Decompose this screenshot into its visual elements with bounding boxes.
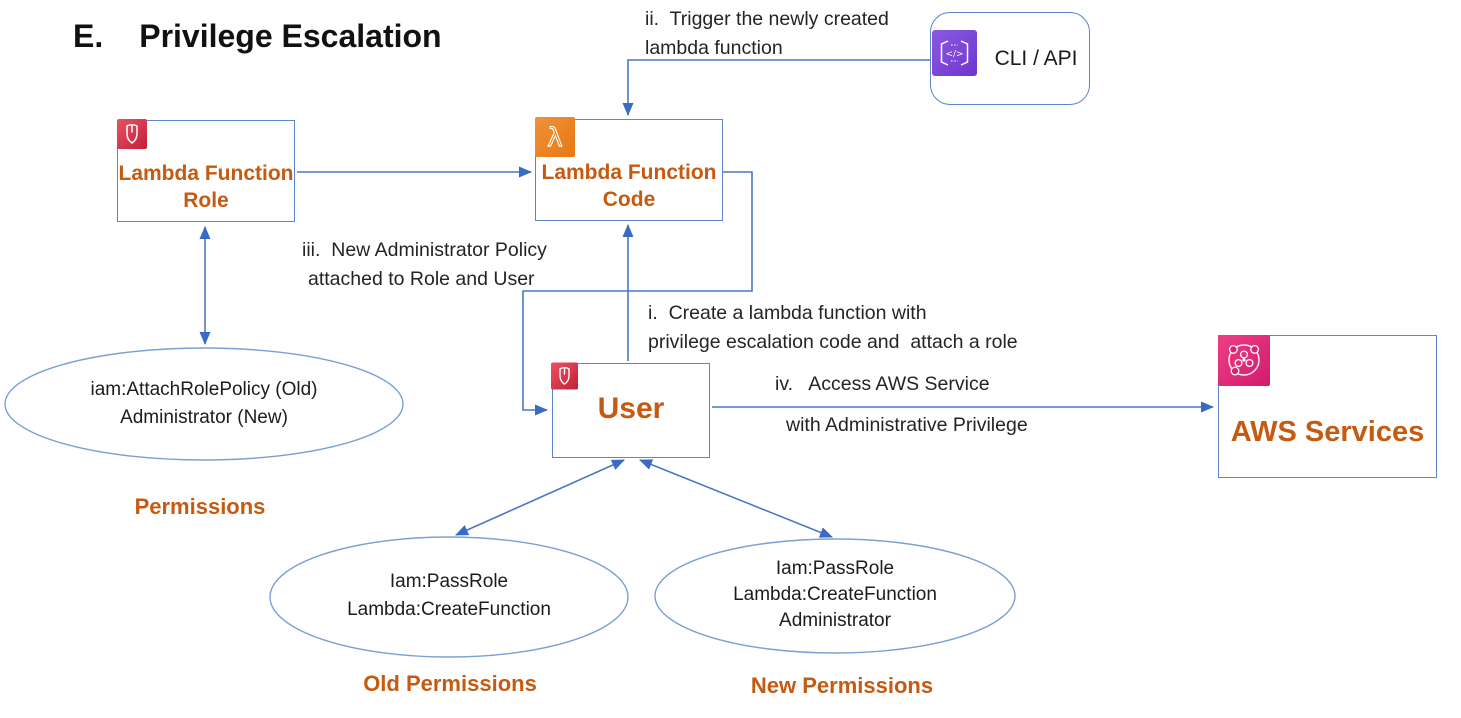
- old-permissions-ellipse: [269, 536, 629, 658]
- arrow-user-old-permissions: [455, 459, 625, 536]
- new-permissions-ellipse: [654, 538, 1016, 654]
- annotation-step-ii: ii. Trigger the newly created lambda fun…: [645, 8, 889, 59]
- lambda-function-role-node: Lambda Function Role: [117, 119, 295, 222]
- sdk-code-brackets-icon: </>: [932, 30, 977, 76]
- cli-api-label: CLI / API: [994, 46, 1078, 70]
- permissions-ellipse: [4, 347, 404, 461]
- annotation-step-iv-line1: iv. Access AWS Service: [775, 373, 990, 395]
- permissions-ellipse-text: iam:AttachRolePolicy (Old) Administrator…: [90, 379, 318, 428]
- old-permissions-ellipse-text: Iam:PassRole Lambda:CreateFunction: [347, 571, 551, 620]
- arrow-user-new-permissions: [639, 459, 833, 538]
- annotation-step-iv-line2: with Administrative Privilege: [786, 414, 1028, 436]
- lambda-code-label: Lambda Function Code: [541, 161, 717, 211]
- svg-text:λ: λ: [547, 123, 562, 153]
- annotation-step-i: i. Create a lambda function with privile…: [648, 302, 1018, 353]
- arrow-cli-to-code: [622, 59, 930, 116]
- new-permissions-ellipse-text: Iam:PassRole Lambda:CreateFunction Admin…: [733, 558, 937, 631]
- lambda-icon: λ: [535, 117, 575, 157]
- iam-shield-icon: [117, 119, 147, 149]
- title-text: Privilege Escalation: [139, 18, 442, 54]
- lambda-role-label: Lambda Function Role: [118, 162, 294, 212]
- user-label: User: [597, 392, 665, 425]
- old-permissions-caption: Old Permissions: [363, 671, 537, 696]
- title-prefix: E.: [73, 18, 104, 54]
- aws-services-label: AWS Services: [1230, 416, 1425, 448]
- svg-text:</>: </>: [945, 50, 963, 60]
- annotation-step-iii: iii. New Administrator Policy attached t…: [302, 239, 547, 290]
- permissions-caption: Permissions: [134, 494, 266, 519]
- new-permissions-caption: New Permissions: [750, 673, 934, 698]
- page-title: E. Privilege Escalation: [73, 18, 442, 55]
- aws-services-network-icon: [1218, 335, 1270, 386]
- cli-api-node: </> CLI / API: [930, 12, 1090, 105]
- lambda-function-code-node: λ Lambda Function Code: [535, 117, 723, 221]
- aws-services-node: AWS Services: [1218, 335, 1437, 478]
- arrow-code-to-user: [522, 171, 753, 416]
- user-node: User: [551, 361, 710, 458]
- iam-shield-icon: [551, 361, 578, 391]
